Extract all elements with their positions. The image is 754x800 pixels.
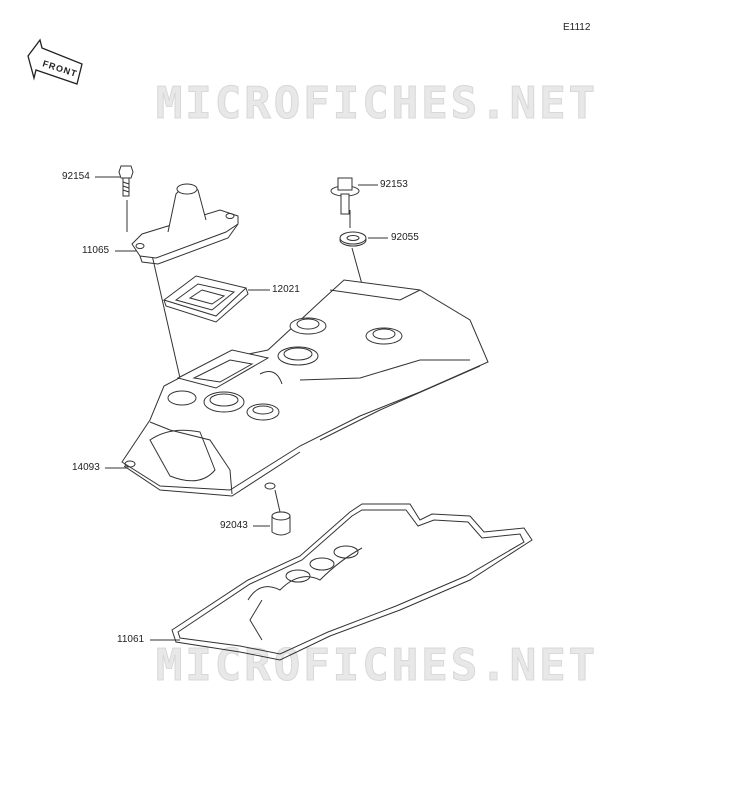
part-label-92055: 92055 — [391, 232, 419, 243]
bolt-92153 — [330, 177, 360, 215]
plate-12021 — [162, 275, 249, 323]
part-label-12021: 12021 — [272, 284, 300, 295]
grommet-92055 — [339, 231, 367, 247]
cylinder-head-cover-14093 — [121, 279, 489, 497]
bolt-92154 — [118, 165, 134, 197]
dowel-92043 — [271, 511, 291, 536]
watermark-top: MICROFICHES.NET — [155, 78, 599, 130]
front-arrow-icon: FRONT — [27, 38, 83, 85]
watermark-bottom: MICROFICHES.NET — [155, 640, 599, 692]
part-label-14093: 14093 — [72, 462, 100, 473]
figure-id: E1112 — [563, 22, 591, 33]
part-label-11065: 11065 — [82, 245, 110, 256]
part-label-92154: 92154 — [62, 171, 90, 182]
part-label-92153: 92153 — [380, 179, 408, 190]
breather-cover-11065 — [131, 183, 239, 265]
part-label-92043: 92043 — [220, 520, 248, 531]
gasket-11061 — [171, 503, 533, 661]
part-label-11061: 11061 — [117, 634, 145, 645]
